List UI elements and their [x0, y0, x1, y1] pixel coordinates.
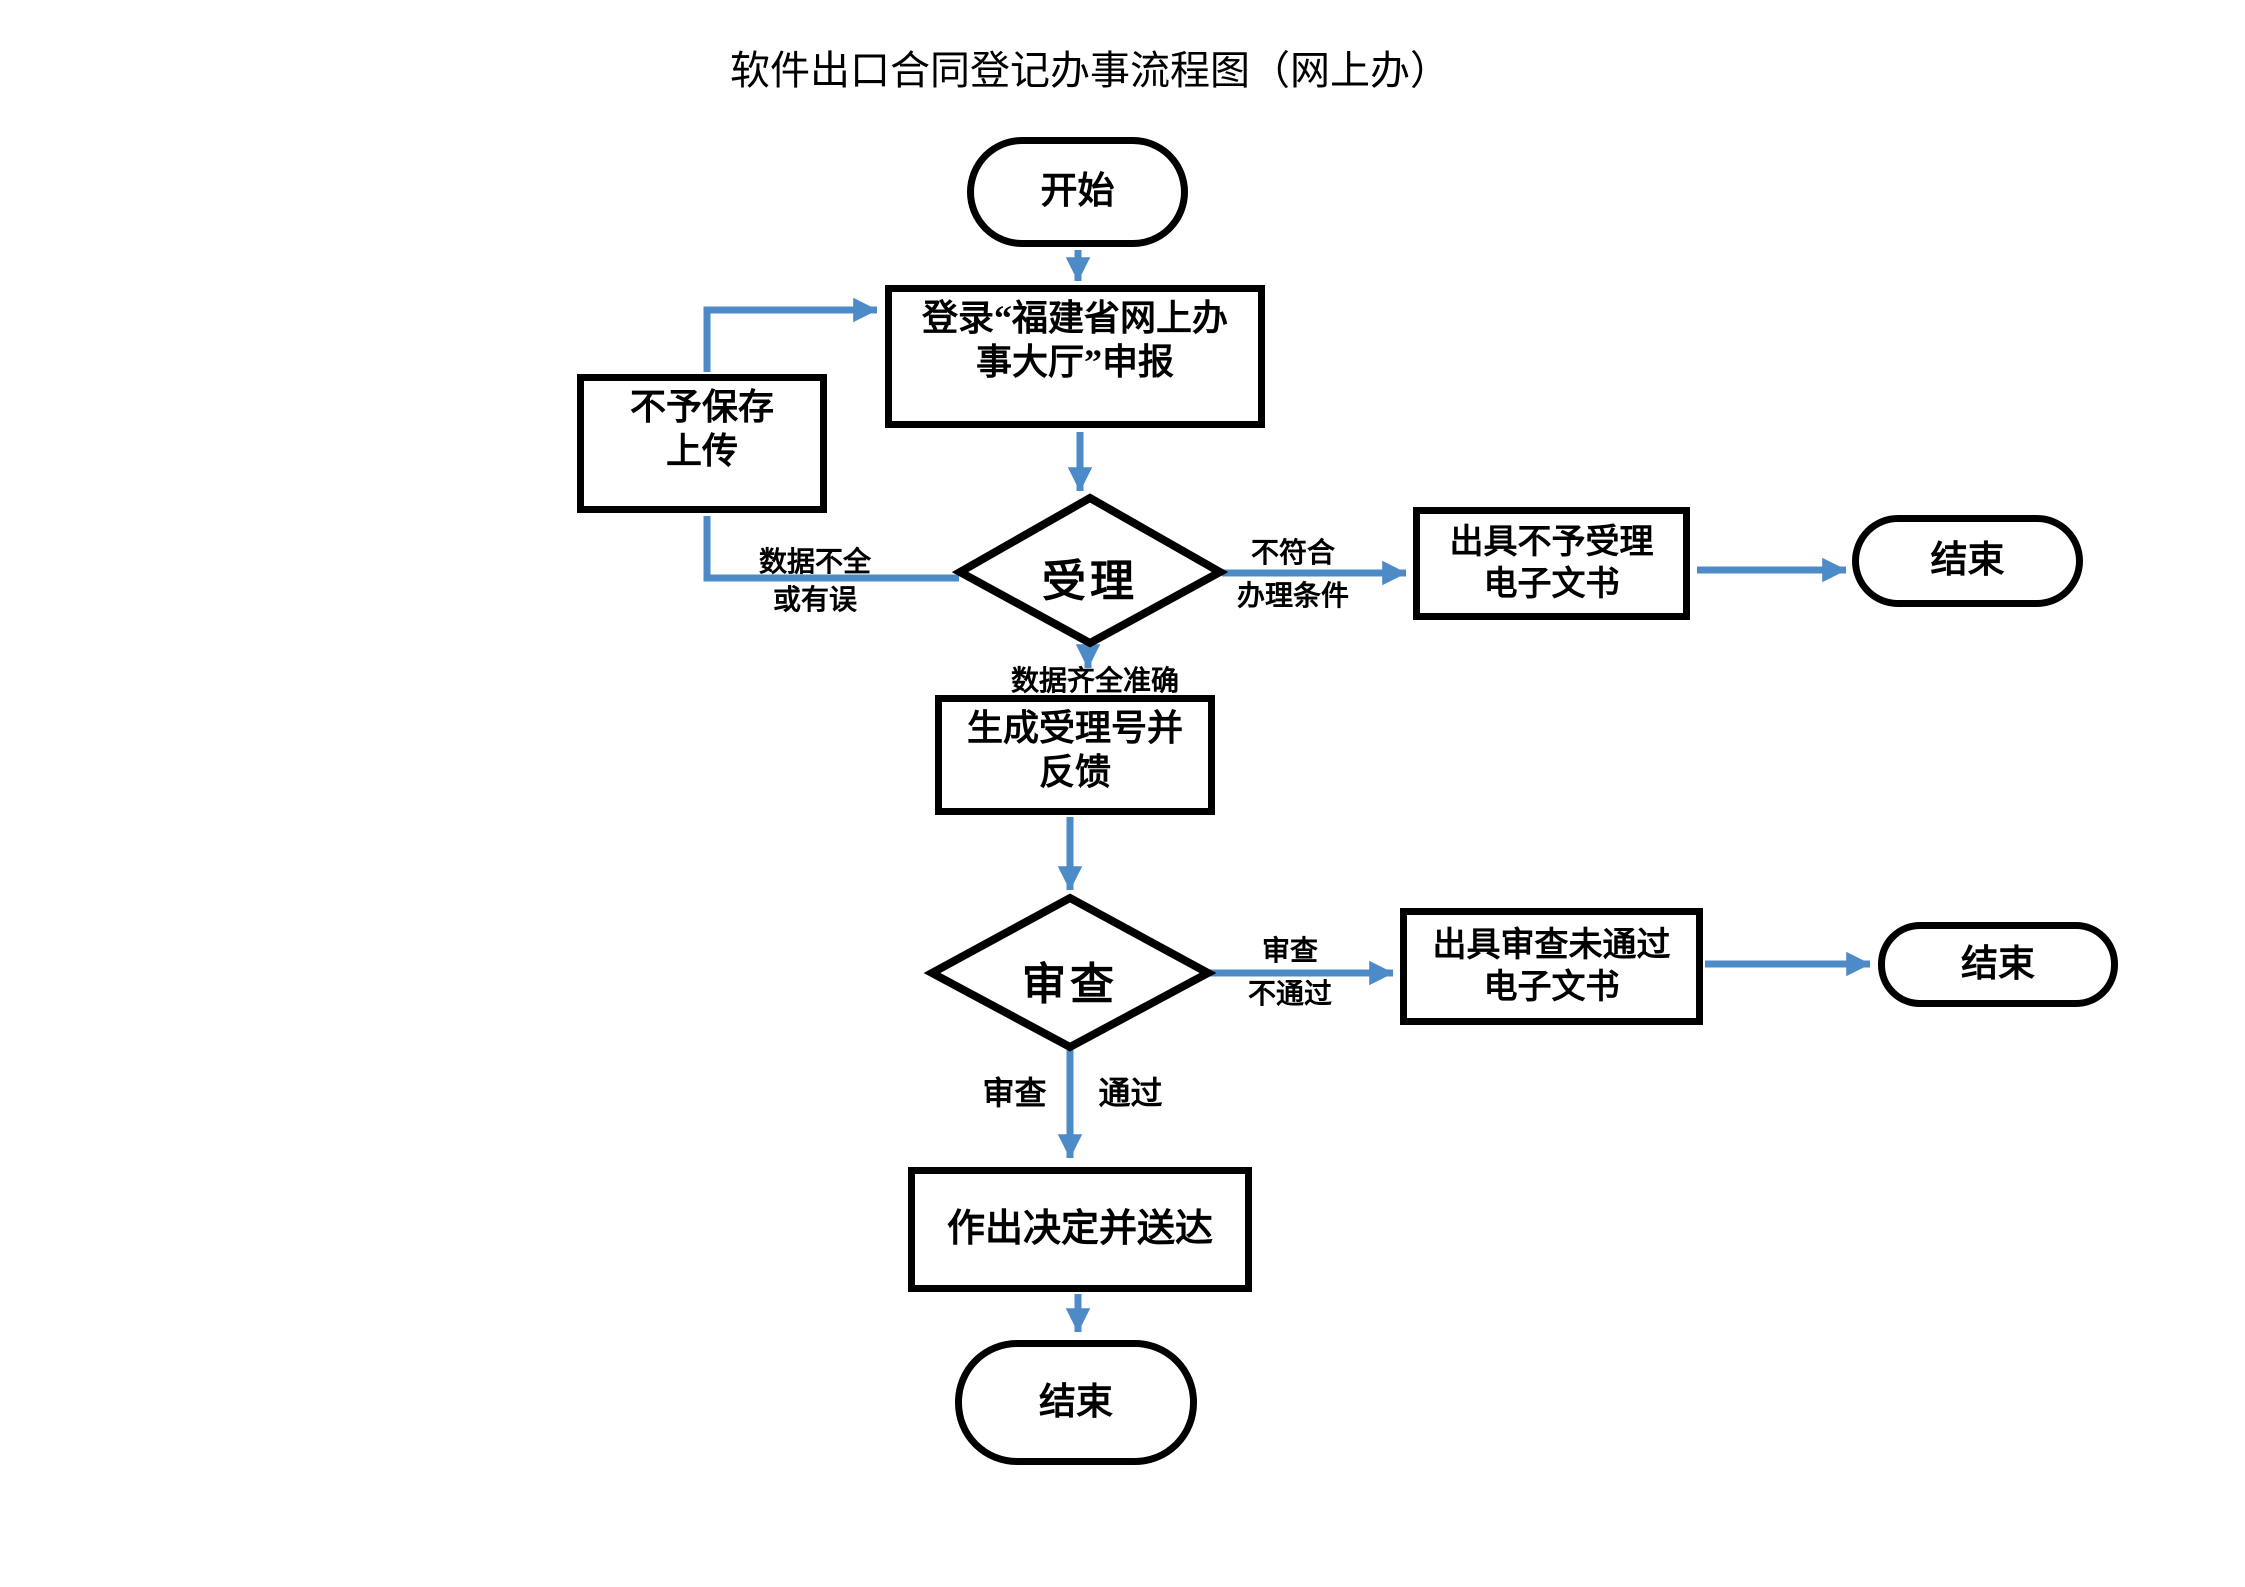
- login-process-node: 登录“福建省网上办 事大厅”申报: [885, 285, 1265, 428]
- review-decision-label: 审查: [1022, 960, 1118, 1009]
- accept-decision-shape: [951, 493, 1229, 648]
- review-fail-document-node: 出具审查未通过 电子文书: [1400, 908, 1703, 1025]
- edge-label-review-pass-left: 审查: [982, 1075, 1047, 1111]
- end-node-reject: 结束: [1852, 515, 2083, 607]
- edge-accept-to-no-save: [703, 516, 959, 582]
- edge-label-data-incomplete: 数据不全 或有误: [758, 547, 871, 616]
- edge-no-save-to-login: [703, 297, 878, 372]
- end-node-review-fail: 结束: [1878, 922, 2118, 1007]
- generate-number-node: 生成受理号并 反馈: [935, 695, 1215, 815]
- review-decision-shape: [923, 893, 1217, 1052]
- edge-label-data-complete: 数据齐全准确: [1010, 666, 1179, 697]
- reject-document-node: 出具不予受理 电子文书: [1413, 507, 1690, 620]
- edge-label-review-pass-right: 通过: [1098, 1075, 1163, 1111]
- page-title: 软件出口合同登记办事流程图（网上办）: [730, 48, 1450, 93]
- start-node: 开始: [967, 137, 1188, 247]
- end-node-final: 结束: [955, 1340, 1197, 1465]
- no-save-upload-node: 不予保存 上传: [577, 374, 827, 513]
- edge-label-not-qualified: 不符合 办理条件: [1236, 538, 1349, 613]
- accept-decision-label: 受理: [1042, 557, 1138, 606]
- edge-label-review-not-pass: 审查 不通过: [1247, 936, 1332, 1011]
- decision-delivery-node: 作出决定并送达: [908, 1167, 1252, 1292]
